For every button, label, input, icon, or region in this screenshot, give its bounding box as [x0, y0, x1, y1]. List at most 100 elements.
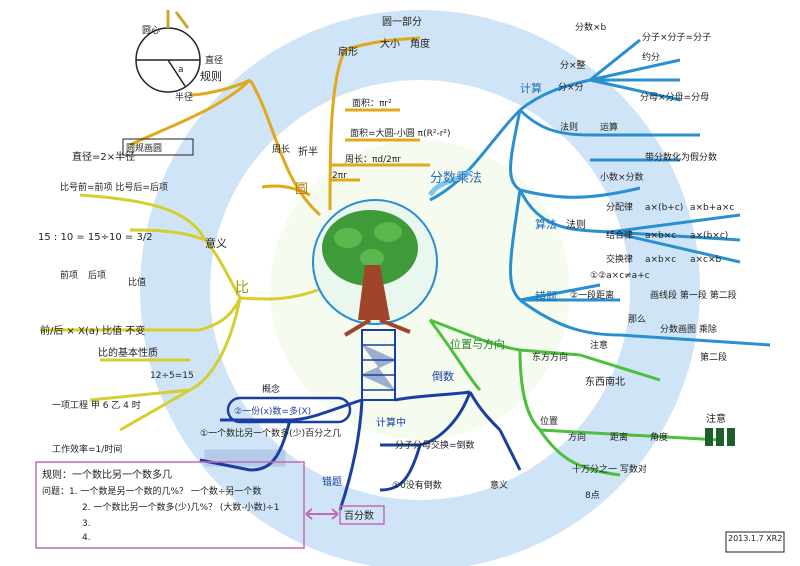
compass-note-box	[122, 138, 194, 156]
percent-item-0: 概念	[262, 383, 280, 395]
compute-item-7: 运算	[600, 121, 618, 133]
ratio-sub-title: 意义	[205, 236, 227, 250]
rule-line-2: 问题：1. 一个数是另一个数的几%？ 一个数÷另一个数	[42, 485, 261, 497]
errors-item-2: 画线段 第一段 第二段	[650, 289, 737, 301]
ratio-item-2: 后项	[88, 270, 106, 281]
algorithm-item-0: 分配律	[606, 201, 633, 213]
errors-item-0: ①②a×c≠a+c	[590, 271, 650, 281]
percent-bubble	[226, 396, 352, 424]
circle-item-2: 面积：πr²	[352, 97, 392, 109]
percent-item-2: 意义	[490, 479, 508, 491]
circle-top-label-1: 扇形	[338, 45, 358, 58]
algorithm-title: 算法	[535, 217, 557, 231]
circle-item-4: 周长：πd/2πr	[345, 153, 401, 165]
algorithm-item-3: 结合律	[606, 229, 633, 241]
position-item-1: 东方方向	[532, 351, 568, 363]
compute-item-2: 分×分	[558, 82, 584, 93]
compute-item-8: 小数×分数	[600, 171, 644, 183]
errors-item-6: 注意	[590, 339, 608, 351]
algorithm-item-4: a×b×c	[645, 231, 676, 241]
circle-diagram-label-1: 半径	[175, 91, 193, 103]
circle-item-1: 折半	[298, 145, 318, 158]
compute-item-9: 带分数化为假分数	[645, 151, 717, 163]
fraction-mult-branch	[429, 38, 771, 347]
errors-item-3: 那么	[628, 314, 646, 325]
compute-item-4: 分母×分母=分母	[640, 92, 709, 103]
position-item-7: 注意	[706, 412, 726, 425]
rule-line-1: 规则：一个数比另一个数多几	[42, 468, 172, 481]
circle-top-label-0: 规则	[200, 69, 222, 83]
algorithm-item-2: a×b+a×c	[690, 203, 734, 213]
position-title: 位置与方向	[450, 337, 505, 351]
circle-top-label-4: 角度	[410, 37, 430, 50]
errors-title: 错题	[535, 289, 557, 303]
center-tree	[312, 199, 438, 337]
compute-title: 计算	[520, 81, 542, 95]
center-label: 分数乘法	[430, 171, 482, 186]
algorithm-sub: 法则	[566, 218, 586, 231]
rule-line-3: 2. 一个数比另一个数多(少)几%？ (大数-小数)÷1	[82, 501, 279, 513]
position-item-4: 距离	[610, 431, 628, 443]
position-item-0: 东西南北	[585, 375, 625, 388]
ratio-branch	[40, 193, 319, 432]
circle-item-5: 2πr	[332, 171, 347, 181]
ratio-item-12: 比的基本性质	[98, 346, 158, 359]
ratio-item-0: 比号前=前项 比号后=后项	[60, 181, 168, 193]
rule-line-5: 4.	[82, 533, 91, 543]
percent-item-10: ②一份(x)数=多(X)	[234, 405, 311, 417]
percent-highlight-box	[204, 449, 286, 467]
ratio-item-13: 12÷5=15	[150, 371, 194, 381]
errors-item-5: 第二段	[700, 351, 727, 363]
position-item-5: 角度	[650, 431, 668, 443]
algorithm-item-5: a×(b×c)	[690, 231, 728, 241]
ratio-item-1: 前项	[60, 269, 78, 281]
circle-compass-note: 圆规画圆	[126, 143, 162, 154]
position-branch	[428, 318, 721, 477]
circle-diagram-label-0: 圆心	[142, 25, 160, 36]
circle-top-label-3: 大小	[380, 37, 400, 50]
percent-item-5: 分子分母交换=倒数	[395, 439, 475, 451]
arrow-tag-box	[339, 505, 385, 525]
circle-item-0: 周长	[272, 143, 290, 155]
circle-geometry-diagram	[135, 10, 201, 93]
fraction-ribbon	[427, 169, 472, 197]
circle-diagram-label-3: a	[178, 65, 184, 75]
algorithm-item-8: a×c×b	[690, 255, 722, 265]
circle-top-label-2: 圆一部分	[382, 15, 422, 28]
arrow-tag: 百分数	[344, 509, 374, 522]
percent-item-9: ①一个数比另一个数多(少)百分之几	[200, 427, 341, 439]
ratio-item-3: 比值	[128, 276, 146, 288]
circle-branch	[129, 36, 430, 217]
rule-line-4: 3.	[82, 519, 91, 529]
ratio-item-4: 15 : 10 = 15÷10 = 3/2	[38, 232, 153, 243]
algorithm-item-6: 交换律	[606, 253, 633, 265]
ratio-item-15: 工作效率=1/时间	[52, 443, 122, 455]
compute-item-5: 约分	[642, 51, 660, 63]
ratio-title: 比	[235, 280, 249, 296]
compute-item-1: 分×整	[560, 59, 586, 71]
errors-item-1: ②一段距离	[570, 289, 614, 301]
ratio-item-11: 前/后 × X(a) 比值 不变	[40, 324, 145, 337]
position-item-2: 位置	[540, 415, 558, 427]
background-ring	[140, 10, 700, 566]
errors-item-4: 分数画图 乘除	[660, 323, 717, 335]
compute-item-0: 分数×b	[575, 21, 607, 33]
algorithm-item-1: a×(b+c)	[645, 203, 683, 213]
date-box	[725, 531, 785, 553]
percent-title-tag: 倒数	[432, 370, 454, 383]
rule-box	[35, 461, 305, 549]
position-item-8: 8点	[585, 490, 600, 501]
position-item-3: 方向	[568, 431, 586, 443]
compute-item-6: 法则	[560, 121, 578, 133]
percent-item-3: 计算中	[376, 416, 406, 429]
ratio-item-14: 一项工程 甲 6 乙 4 时	[52, 399, 141, 411]
algorithm-item-7: a×b×c	[645, 255, 676, 265]
position-item-6: 十万分之一 写数对	[572, 463, 647, 475]
percent-item-8: 错题	[322, 475, 342, 488]
percent-item-6: ①0没有倒数	[392, 479, 442, 491]
circle-diameter-note: 直径=2×半径	[72, 150, 135, 163]
tree-trunk	[358, 265, 390, 320]
circle-item-3: 面积=大圆-小圆 π(R²-r²)	[350, 127, 451, 139]
